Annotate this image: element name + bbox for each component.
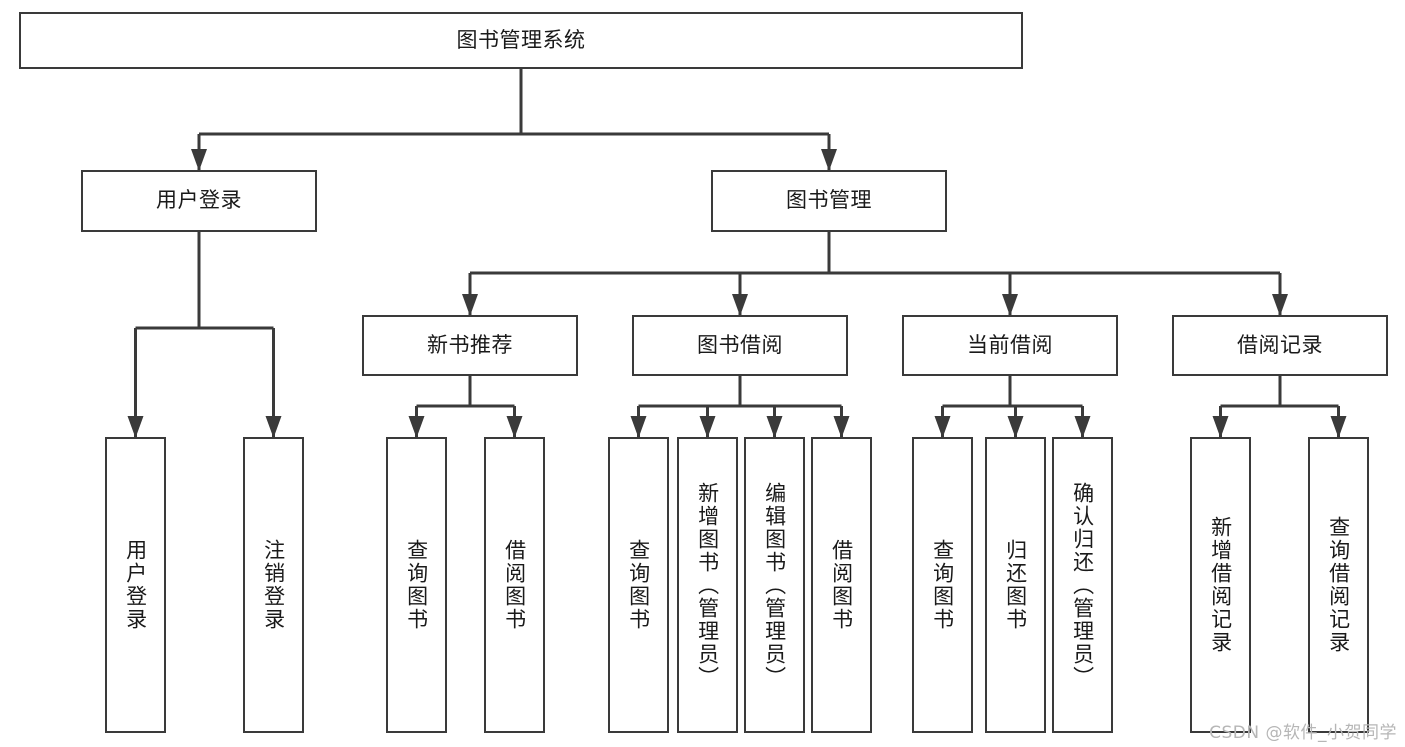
node-label: 新增借阅记录	[1208, 516, 1233, 654]
node-login[interactable]: 用户登录	[81, 170, 317, 232]
node-leaf-12[interactable]: 新增借阅记录	[1190, 437, 1251, 733]
edge-arrowhead	[265, 416, 282, 438]
edge-arrowhead	[766, 416, 783, 438]
node-newbook[interactable]: 新书推荐	[362, 315, 578, 376]
node-leaf-3[interactable]: 查询图书	[386, 437, 447, 733]
node-label: 新增图书（管理员）	[695, 481, 720, 689]
node-label: 用户登录	[156, 188, 242, 213]
node-label: 借阅图书	[502, 539, 527, 631]
node-label: 编辑图书（管理员）	[762, 481, 787, 689]
edge-arrowhead	[462, 294, 478, 316]
node-leaf-6[interactable]: 新增图书（管理员）	[677, 437, 738, 733]
node-label: 借阅记录	[1237, 332, 1323, 357]
edge-arrowhead	[934, 416, 951, 438]
node-leaf-4[interactable]: 借阅图书	[484, 437, 545, 733]
node-label: 查询借阅记录	[1326, 516, 1351, 654]
edge-arrowhead	[1212, 416, 1229, 438]
node-records[interactable]: 借阅记录	[1172, 315, 1388, 376]
node-current[interactable]: 当前借阅	[902, 315, 1118, 376]
watermark: CSDN @软件_小贺同学	[1209, 723, 1397, 743]
node-label: 确认归还（管理员）	[1070, 481, 1095, 689]
node-label: 图书借阅	[697, 332, 783, 357]
node-label: 查询图书	[404, 539, 429, 631]
node-leaf-10[interactable]: 归还图书	[985, 437, 1046, 733]
edge-arrowhead	[506, 416, 523, 438]
edge-arrowhead	[833, 416, 850, 438]
node-leaf-9[interactable]: 查询图书	[912, 437, 973, 733]
edge-arrowhead	[127, 416, 144, 438]
node-leaf-2[interactable]: 注销登录	[243, 437, 304, 733]
edge-arrowhead	[699, 416, 716, 438]
node-leaf-1[interactable]: 用户登录	[105, 437, 166, 733]
edge-arrowhead	[732, 294, 748, 316]
edge-arrowhead	[630, 416, 647, 438]
node-leaf-5[interactable]: 查询图书	[608, 437, 669, 733]
node-label: 查询图书	[930, 539, 955, 631]
node-label: 图书管理	[786, 188, 872, 213]
node-label: 注销登录	[261, 539, 286, 631]
node-leaf-7[interactable]: 编辑图书（管理员）	[744, 437, 805, 733]
edge-arrowhead	[1007, 416, 1024, 438]
node-leaf-8[interactable]: 借阅图书	[811, 437, 872, 733]
node-label: 当前借阅	[967, 332, 1053, 357]
edge-arrowhead	[1002, 294, 1018, 316]
edge-arrowhead	[1272, 294, 1288, 316]
edge-arrowhead	[821, 149, 837, 171]
node-label: 图书管理系统	[456, 27, 586, 52]
node-borrow[interactable]: 图书借阅	[632, 315, 848, 376]
node-label: 用户登录	[123, 539, 148, 631]
edge-arrowhead	[1074, 416, 1091, 438]
node-label: 归还图书	[1003, 539, 1028, 631]
node-label: 新书推荐	[427, 332, 513, 357]
node-label: 查询图书	[626, 539, 651, 631]
node-label: 借阅图书	[829, 539, 854, 631]
node-bookmgmt[interactable]: 图书管理	[711, 170, 947, 232]
edge-arrowhead	[408, 416, 425, 438]
node-root[interactable]: 图书管理系统	[19, 12, 1023, 69]
edge-arrowhead	[191, 149, 207, 171]
node-leaf-11[interactable]: 确认归还（管理员）	[1052, 437, 1113, 733]
node-leaf-13[interactable]: 查询借阅记录	[1308, 437, 1369, 733]
edge-arrowhead	[1330, 416, 1347, 438]
